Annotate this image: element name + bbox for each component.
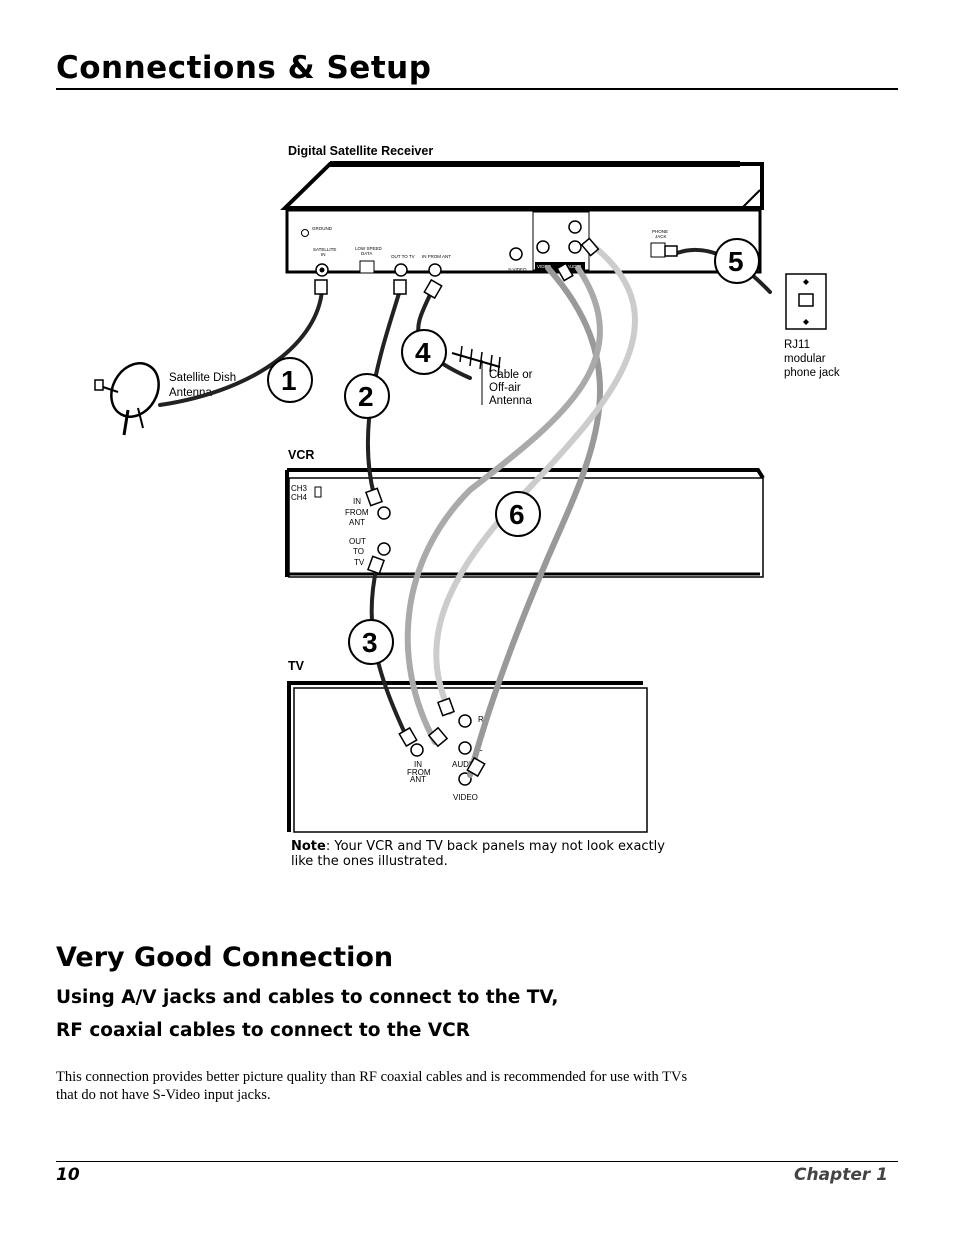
svg-text:6: 6 [509, 499, 525, 530]
svg-text:Off-air: Off-air [489, 382, 521, 394]
port-phone-jack: PHONE [652, 229, 668, 234]
port-ground: GROUND [312, 226, 333, 231]
step-3-badge: 3 [348, 619, 394, 665]
tv-back-panel [287, 681, 648, 833]
svg-text:phone jack: phone jack [784, 367, 840, 379]
svg-text:ANT: ANT [410, 775, 426, 784]
footer-rule [56, 1161, 898, 1162]
cable-connectors [314, 237, 678, 778]
page-number: 10 [56, 1165, 80, 1185]
port-audio: AUDIO [567, 264, 582, 269]
receiver-label: Digital Satellite Receiver [288, 144, 433, 158]
svg-text:5: 5 [728, 246, 744, 277]
vcr-out-to-tv: OUT [349, 537, 366, 546]
tv-audio-label: AUDIO [452, 760, 477, 769]
note-bold: Note [291, 839, 326, 854]
phone-jack-label: RJ11 [784, 339, 810, 351]
svg-text:IN: IN [321, 252, 326, 257]
svg-text:modular: modular [784, 353, 826, 365]
satellite-dish-icon [94, 362, 160, 436]
svg-text:TV: TV [354, 558, 365, 567]
port-s-video: S-VIDEO [508, 267, 527, 272]
svg-text:ANT: ANT [349, 518, 365, 527]
cable-dish [158, 288, 324, 407]
svg-text:JACK: JACK [655, 234, 667, 239]
step-5-badge: 5 [714, 238, 760, 284]
antenna-icon [451, 345, 501, 405]
port-in-from-ant: IN FROM ANT [422, 254, 451, 259]
note-text: : Your VCR and TV back panels may not lo… [291, 839, 665, 869]
port-satellite-in: SATELLITE [313, 247, 336, 252]
satellite-receiver: GROUND SATELLITE IN LOW SPEED DATA OUT T… [280, 161, 764, 277]
port-out-to-tv: OUT TO TV [391, 254, 415, 259]
section-body: This connection provides better picture … [56, 1069, 688, 1103]
tv-in-from-ant: IN [414, 760, 422, 769]
step-4-badge: 4 [401, 329, 447, 375]
page-header-title: Connections & Setup [56, 50, 432, 86]
step-6-badge: 6 [495, 491, 541, 537]
svg-text:Antenna: Antenna [489, 395, 532, 407]
header-rule [56, 88, 898, 90]
port-low-speed-data: LOW SPEED [355, 246, 383, 251]
vcr-ch3: CH3 [291, 484, 308, 493]
step-1-badge: 1 [267, 357, 313, 403]
svg-text:4: 4 [415, 337, 431, 368]
svg-text:FROM: FROM [345, 508, 369, 517]
cable-audio-l [404, 265, 603, 745]
diagram-note: Note: Your VCR and TV back panels may no… [291, 839, 691, 869]
vcr-ch4: CH4 [291, 493, 308, 502]
chapter-label: Chapter 1 [793, 1165, 888, 1185]
vcr-label: VCR [288, 448, 314, 462]
step-2-badge: 2 [344, 373, 390, 419]
tv-audio-r: R [478, 715, 484, 724]
dish-label: Satellite Dish [169, 372, 236, 384]
vcr-in-from-ant: IN [353, 497, 361, 506]
cable-video [467, 265, 603, 778]
section-subtitle-1: Using A/V jacks and cables to connect to… [56, 987, 559, 1008]
tv-video-label: VIDEO [453, 793, 478, 802]
svg-text:TO: TO [353, 547, 364, 556]
antenna-label: Cable or [489, 369, 533, 381]
phone-wall-jack-icon [785, 273, 827, 330]
tv-label: TV [288, 659, 305, 673]
svg-text:DATA: DATA [361, 251, 372, 256]
svg-text:3: 3 [362, 627, 378, 658]
svg-text:2: 2 [358, 381, 374, 412]
section-title: Very Good Connection [56, 942, 394, 973]
svg-text:1: 1 [281, 365, 297, 396]
section-subtitle-2: RF coaxial cables to connect to the VCR [56, 1020, 471, 1041]
port-video: VIDEO [537, 264, 552, 269]
svg-text:FROM: FROM [407, 768, 431, 777]
